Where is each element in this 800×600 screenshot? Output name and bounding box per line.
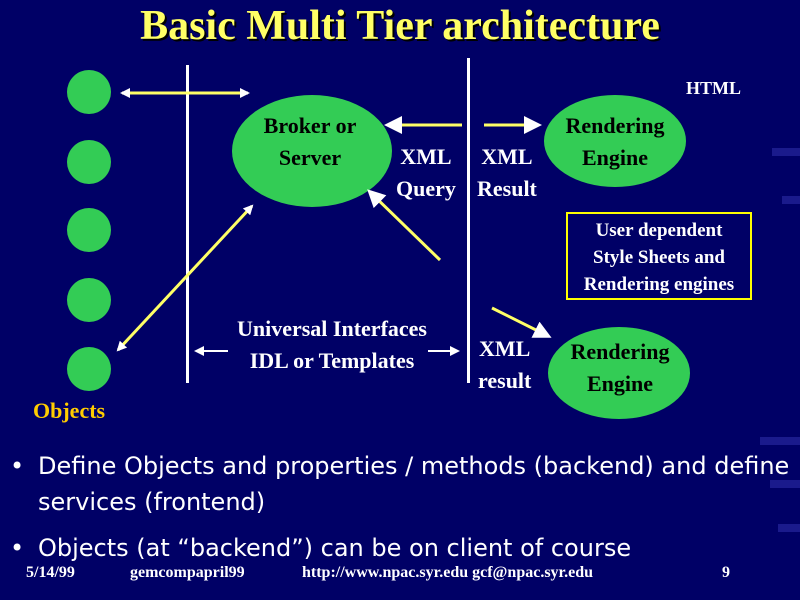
bullet-list: • Define Objects and properties / methods… <box>10 448 790 566</box>
universal-interfaces-label: Universal Interfaces <box>236 316 427 341</box>
xml-query-label: XML Query <box>396 141 456 205</box>
xml-result-line-1: XML <box>481 144 533 169</box>
tier-divider-right <box>467 58 470 383</box>
stripe <box>772 148 800 156</box>
rendering-top-line-2: Engine <box>581 145 649 170</box>
footer-date: 5/14/99 <box>26 564 75 581</box>
broker-node <box>232 95 392 207</box>
object-node <box>67 140 111 184</box>
user-dependent-line-3: Rendering engines <box>583 274 735 295</box>
html-label: HTML <box>686 78 742 98</box>
broker-label-line-2: Server <box>278 145 342 170</box>
objects-label: Objects <box>33 398 106 423</box>
bullet-text: Objects (at “backend”) can be on client … <box>38 534 632 562</box>
universal-interfaces-block: Universal Interfaces IDL or Templates <box>208 313 456 377</box>
slide-title: Basic Multi Tier architecture <box>140 3 660 49</box>
broker-label: Broker or Server <box>240 110 380 174</box>
object-node <box>67 208 111 252</box>
footer-url: http://www.npac.syr.edu gcf@npac.syr.edu <box>302 564 594 581</box>
bullet-item: • Objects (at “backend”) can be on client… <box>10 530 790 566</box>
xml-query-line-1: XML <box>400 144 452 169</box>
user-dependent-box: User dependent Style Sheets and Renderin… <box>566 212 752 300</box>
stripe <box>782 196 800 204</box>
footer-file: gemcompapril99 <box>130 564 245 581</box>
xml-result-bottom-arrow <box>491 306 552 338</box>
stripe <box>760 437 800 445</box>
xml-result-line-2: Result <box>477 176 537 201</box>
footer-page: 9 <box>722 564 730 581</box>
idl-label: IDL or Templates <box>249 348 415 373</box>
broker-objects-arrow <box>116 204 254 352</box>
xml-result-bottom-line-2: result <box>478 368 532 393</box>
rendering-bottom-line-1: Rendering <box>570 339 670 364</box>
stripe <box>770 480 800 488</box>
bullet-item: • Define Objects and properties / methods… <box>10 448 790 520</box>
object-node <box>67 70 111 114</box>
bullet-dot-icon: • <box>10 452 25 480</box>
object-node <box>67 347 111 391</box>
bullet-text: Define Objects and properties / methods … <box>38 452 790 516</box>
xml-result-label: XML Result <box>477 141 537 205</box>
rendering-bottom-label: Rendering Engine <box>550 336 690 400</box>
rendering-top-line-1: Rendering <box>565 113 665 138</box>
style-sheets-arrow <box>367 189 442 262</box>
user-dependent-line-1: User dependent <box>595 220 723 241</box>
bullet-dot-icon: • <box>10 534 25 562</box>
stripe <box>778 524 800 532</box>
broker-label-line-1: Broker or <box>263 113 357 138</box>
xml-result-bottom-label: XML result <box>478 333 531 397</box>
rendering-engine-top-node <box>544 95 686 187</box>
rendering-top-label: Rendering Engine <box>545 110 685 174</box>
object-node <box>67 278 111 322</box>
xml-result-bottom-line-1: XML <box>479 336 531 361</box>
rendering-engine-bottom-node <box>548 327 690 419</box>
user-dependent-line-2: Style Sheets and <box>593 247 725 268</box>
xml-query-line-2: Query <box>396 176 456 201</box>
rendering-bottom-line-2: Engine <box>586 371 654 396</box>
